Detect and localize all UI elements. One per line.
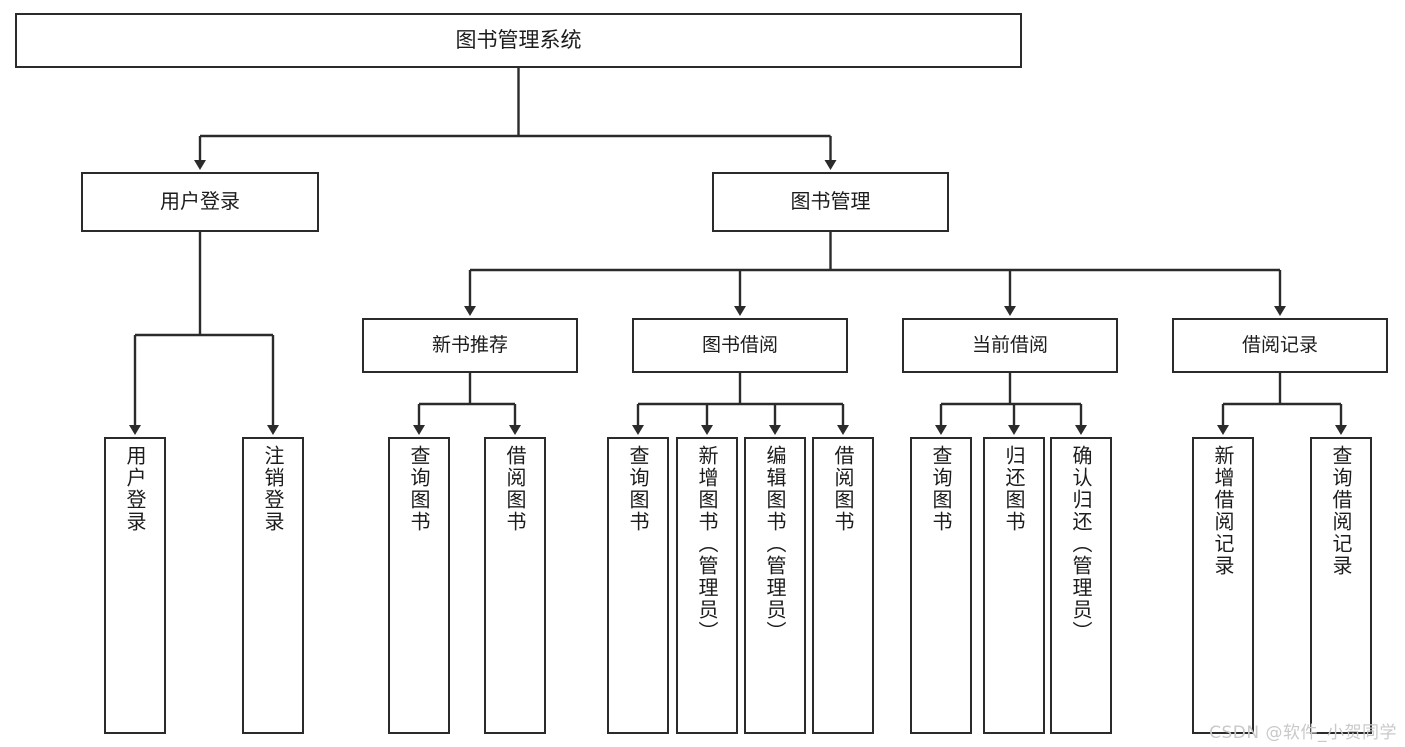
node-leaf-query-record[interactable]: 查询借阅记录 [1310, 437, 1372, 734]
node-label: 借阅记录 [1241, 334, 1318, 357]
node-label: 借阅图书 [503, 445, 527, 533]
node-leaf-return-book[interactable]: 归还图书 [983, 437, 1045, 734]
node-leaf-edit-book[interactable]: 编辑图书（管理员） [744, 437, 806, 734]
node-user-login[interactable]: 用户登录 [81, 172, 319, 232]
node-leaf-user-logout[interactable]: 注销登录 [242, 437, 304, 734]
node-label: 查询图书 [407, 445, 431, 533]
node-label: 新书推荐 [431, 334, 508, 357]
node-label: 图书借阅 [701, 334, 778, 357]
node-label: 编辑图书（管理员） [763, 445, 787, 643]
node-label: 图书管理 [790, 189, 871, 214]
node-leaf-query-book-2[interactable]: 查询图书 [607, 437, 669, 734]
node-leaf-query-book-3[interactable]: 查询图书 [910, 437, 972, 734]
node-book-borrow[interactable]: 图书借阅 [632, 318, 848, 373]
node-leaf-query-book-1[interactable]: 查询图书 [388, 437, 450, 734]
node-leaf-user-login[interactable]: 用户登录 [104, 437, 166, 734]
node-leaf-confirm-return[interactable]: 确认归还（管理员） [1050, 437, 1112, 734]
node-label: 确认归还（管理员） [1069, 445, 1093, 643]
node-label: 查询借阅记录 [1329, 445, 1353, 577]
node-leaf-borrow-book-2[interactable]: 借阅图书 [812, 437, 874, 734]
node-book-manage[interactable]: 图书管理 [712, 172, 949, 232]
node-label: 用户登录 [123, 445, 147, 533]
node-label: 查询图书 [929, 445, 953, 533]
node-label: 查询图书 [626, 445, 650, 533]
node-label: 归还图书 [1002, 445, 1026, 533]
node-label: 借阅图书 [831, 445, 855, 533]
node-current-borrow[interactable]: 当前借阅 [902, 318, 1118, 373]
node-label: 注销登录 [261, 445, 285, 533]
node-new-book-recommend[interactable]: 新书推荐 [362, 318, 578, 373]
node-label: 用户登录 [160, 189, 240, 214]
node-label: 新增借阅记录 [1211, 445, 1235, 577]
node-label: 图书管理系统 [455, 28, 582, 53]
node-label: 新增图书（管理员） [695, 445, 719, 643]
node-leaf-add-record[interactable]: 新增借阅记录 [1192, 437, 1254, 734]
node-borrow-record[interactable]: 借阅记录 [1172, 318, 1388, 373]
csdn-watermark: CSDN @软件_小贺同学 [1209, 723, 1397, 743]
node-leaf-borrow-book-1[interactable]: 借阅图书 [484, 437, 546, 734]
node-leaf-add-book[interactable]: 新增图书（管理员） [676, 437, 738, 734]
node-label: 当前借阅 [971, 334, 1048, 357]
node-root[interactable]: 图书管理系统 [15, 13, 1022, 68]
